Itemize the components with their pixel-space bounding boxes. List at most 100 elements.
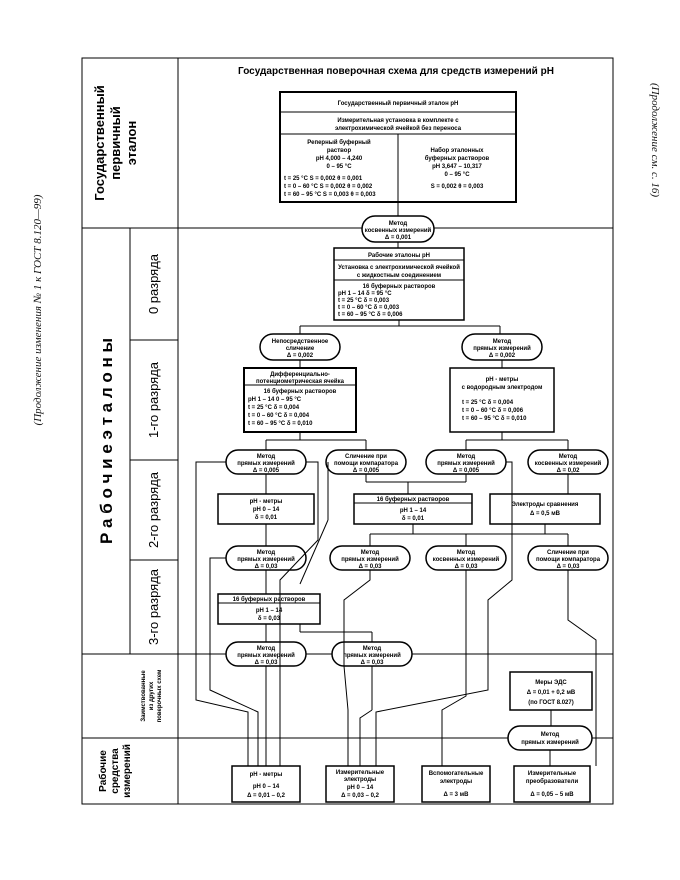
row-label-rank1: 1-го разряда [146,361,161,438]
svg-text:pH 1 – 14 0 – 95: pH 1 – 14 0 – 95 °C [248,397,302,403]
svg-text:Измерительная установка в комп: Измерительная установка в комплекте с [337,118,459,124]
svg-text:Измерительные: Измерительные [528,771,577,777]
svg-text:t = 60 – 95 °C δ = 0,010: t = 60 – 95 °C δ = 0,010 [462,416,527,422]
svg-text:Метод: Метод [257,454,276,460]
svg-text:pH - метры: pH - метры [250,772,283,778]
svg-text:буферных растворов: буферных растворов [425,155,490,162]
svg-text:преобразователи: преобразователи [526,778,579,785]
svg-text:0 – 95 °C: 0 – 95 °C [326,164,352,170]
svg-text:с водородным электродом: с водородным электродом [462,385,543,391]
rank3-buffer-solutions-box [217,593,321,625]
svg-text:прямых измерений: прямых измерений [237,460,295,467]
svg-text:Меры ЭДС: Меры ЭДС [535,680,567,686]
svg-text:16 буферных растворов: 16 буферных растворов [264,388,337,395]
svg-text:δ = 0,01: δ = 0,01 [402,516,425,522]
instrument-auxiliary-electrodes-box [421,765,491,803]
svg-text:Сличение при: Сличение при [547,550,589,556]
svg-text:Метод: Метод [361,550,380,556]
svg-text:t = 0 – 60 °C δ = 0,0: t = 0 – 60 °C δ = 0,003 [338,305,400,311]
svg-text:Δ = 0,05 – 5 мВ: Δ = 0,05 – 5 мВ [530,792,574,798]
svg-text:Метод: Метод [559,454,578,460]
svg-text:Метод: Метод [541,732,560,738]
svg-text:pH 0 – 14: pH 0 – 14 [253,507,280,513]
svg-text:Δ = 0,03: Δ = 0,03 [361,660,384,666]
svg-text:Заимствованные: Заимствованные [141,670,147,722]
svg-text:t = 60 – 95 °C δ = 0,01: t = 60 – 95 °C δ = 0,010 [248,421,313,427]
row-label-borrowed: Заимствованные из других поверочных схем [141,669,163,722]
svg-text:первичный: первичный [108,106,123,180]
svg-text:Δ = 0,03 – 0,2: Δ = 0,03 – 0,2 [341,793,380,799]
diagram-title: Государственная поверочная схема для сре… [238,66,554,77]
svg-text:16 буферных растворов: 16 буферных растворов [363,283,436,290]
instrument-measuring-electrodes-box [325,765,395,803]
row-label-rank2: 2-го разряда [146,471,161,548]
svg-text:t = 25 °C δ = 0,004: t = 25 °C δ = 0,004 [462,400,514,406]
svg-text:Метод: Метод [257,646,276,652]
svg-text:прямых измерений: прямых измерений [343,652,401,659]
svg-text:16 буферных растворов: 16 буферных растворов [233,596,306,603]
svg-text:помощи компаратора: помощи компаратора [334,461,399,467]
svg-text:помощи компаратора: помощи компаратора [536,557,601,563]
svg-text:Установка с электрохимической: Установка с электрохимической ячейкой [338,264,460,271]
svg-text:Δ = 0,001: Δ = 0,001 [385,235,412,241]
svg-text:косвенных измерений: косвенных измерений [535,460,602,467]
svg-text:Набор эталонных: Набор эталонных [431,147,485,154]
svg-text:Вспомогательные: Вспомогательные [429,771,484,777]
svg-text:Δ = 0,002: Δ = 0,002 [489,353,516,359]
svg-text:Δ = 0,03: Δ = 0,03 [359,564,382,570]
row-label-working-instruments: Рабочие средства измерений [97,744,133,798]
svg-text:с жидкостным соединением: с жидкостным соединением [357,273,442,279]
svg-text:δ = 0,01: δ = 0,01 [255,515,278,521]
svg-text:Δ = 0,01 + 0,2 мВ: Δ = 0,01 + 0,2 мВ [527,690,576,696]
row-label-rank0: 0 разряда [146,253,161,314]
svg-text:t = 60 – 95 °C S = 0,003 θ =: t = 60 – 95 °C S = 0,003 θ = 0,003 [284,192,376,198]
svg-text:pH 3,647 – 10,317: pH 3,647 – 10,317 [432,164,482,170]
svg-text:электрохимической ячейкой без: электрохимической ячейкой без переноса [335,125,462,132]
svg-text:Метод: Метод [457,550,476,556]
svg-text:(по ГОСТ 8.027): (по ГОСТ 8.027) [528,700,573,706]
svg-text:t = 25 °C S = 0,002 θ: t = 25 °C S = 0,002 θ = 0,001 [284,176,363,182]
svg-text:Сличение при: Сличение при [345,454,387,460]
svg-text:поверочных схем: поверочных схем [157,669,163,722]
svg-text:pH 1 – 14: pH 1 – 14 [256,608,283,614]
svg-text:прямых измерений: прямых измерений [521,739,579,746]
svg-text:pH - метры: pH - метры [250,499,283,505]
svg-text:pH - метры: pH - метры [486,377,519,383]
svg-text:Рабочие: Рабочие [97,750,109,792]
svg-text:электроды: электроды [344,777,376,783]
svg-text:Метод: Метод [257,550,276,556]
svg-text:t = 0 – 60 °C δ = 0,006: t = 0 – 60 °C δ = 0,006 [462,408,524,414]
row-label-primary: Государственный первичный эталон [92,85,139,201]
svg-text:pH 0 – 14: pH 0 – 14 [253,784,280,790]
svg-text:Δ = 0,005: Δ = 0,005 [253,468,280,474]
svg-text:Δ = 0,005: Δ = 0,005 [353,468,380,474]
svg-text:Δ = 0,02: Δ = 0,02 [557,468,580,474]
rank2-reference-electrodes-box [489,493,601,525]
svg-text:косвенных измерений: косвенных измерений [433,556,500,563]
svg-text:Δ = 0,005: Δ = 0,005 [453,468,480,474]
svg-text:t = 0 – 60 °C S = 0,002 θ: t = 0 – 60 °C S = 0,002 θ = 0,002 [284,184,373,190]
svg-text:16 буферных растворов: 16 буферных растворов [377,496,450,503]
svg-text:измерений: измерений [122,744,133,798]
svg-text:прямых измерений: прямых измерений [473,345,531,352]
svg-text:Δ = 0,03: Δ = 0,03 [557,564,580,570]
oval-borrowed-direct [507,725,593,751]
svg-text:Δ = 0,5 мВ: Δ = 0,5 мВ [530,511,561,517]
svg-text:Δ = 0,03: Δ = 0,03 [255,564,278,570]
svg-text:прямых измерений: прямых измерений [237,556,295,563]
svg-text:pH 1 – 14 δ = 95: pH 1 – 14 δ = 95 °C [338,291,392,297]
svg-text:t = 25 °C δ = 0,: t = 25 °C δ = 0,003 [338,298,390,304]
svg-text:Метод: Метод [389,221,408,227]
row-label-rank3: 3-го разряда [146,568,161,645]
svg-text:из других: из других [149,681,155,710]
svg-text:Дифференциально-: Дифференциально- [270,371,330,378]
svg-text:Δ = 3 мВ: Δ = 3 мВ [444,792,470,798]
svg-text:δ = 0,03: δ = 0,03 [258,616,281,622]
svg-text:Метод: Метод [363,646,382,652]
row-label-working-standards: Р а б о ч и е э т а л о н ы [97,338,116,544]
instrument-measuring-transducers-box [513,765,591,803]
svg-text:0 – 95 °C: 0 – 95 °C [444,172,470,178]
svg-text:pH 1 – 14: pH 1 – 14 [400,508,427,514]
svg-text:прямых измерений: прямых измерений [341,556,399,563]
